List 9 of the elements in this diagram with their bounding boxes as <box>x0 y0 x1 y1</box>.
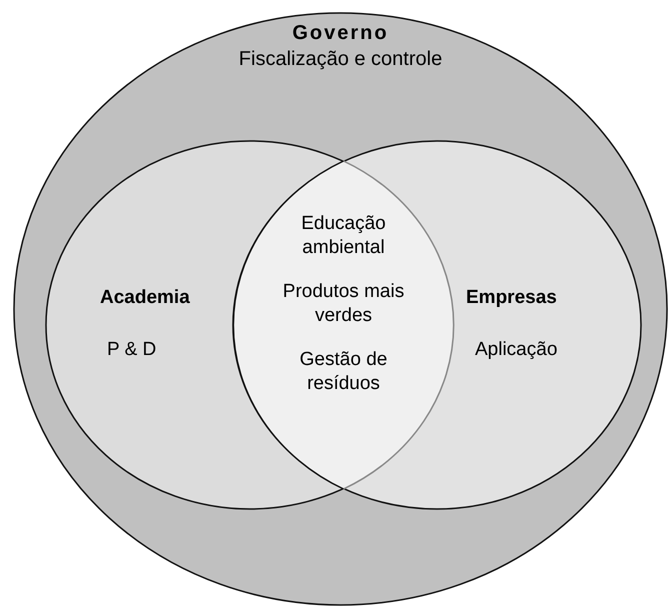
region-subtitle: Fiscalização e controle <box>238 47 442 72</box>
overlap-text: Produtos mais verdes <box>282 280 406 328</box>
region-title: Academia <box>100 286 190 310</box>
region-title: Empresas <box>466 286 557 310</box>
overlap-text: Educação ambiental <box>300 212 387 260</box>
region-subtitle: P & D <box>107 338 156 362</box>
overlap-text: Gestão de resíduos <box>298 348 388 396</box>
region-subtitle: Aplicação <box>475 338 558 362</box>
region-title: Governo <box>292 21 389 46</box>
